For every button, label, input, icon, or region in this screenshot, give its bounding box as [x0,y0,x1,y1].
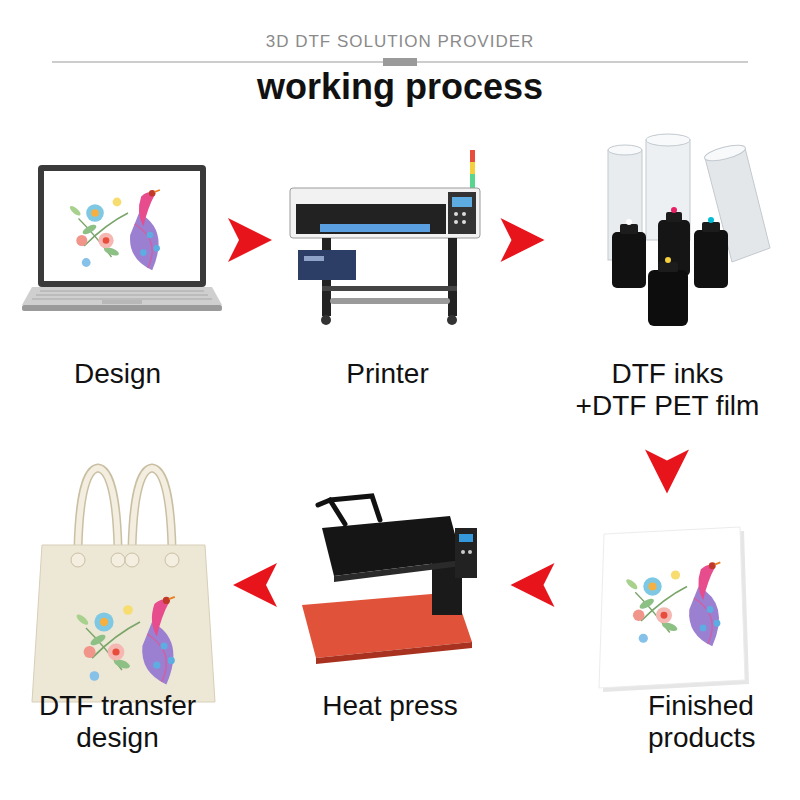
printer-illustration [290,150,480,325]
heat-press-illustration [459,534,473,542]
printer-illustration [470,150,475,162]
process-step: Finished products [575,515,760,760]
heat-press-illustration [455,528,477,578]
process-step: Heat press [290,515,490,728]
film-and-ink-illustration [658,262,678,272]
process-step: Design [15,160,220,396]
flow-arrow [511,563,555,607]
printer-illustration [470,174,475,188]
film-and-ink-illustration [658,220,690,276]
tote-bag-illustration [75,597,175,685]
tote-bag-illustration [111,553,125,567]
film-and-ink-illustration [608,134,770,326]
tote-bag-illustration [32,545,215,702]
tote-bag-illustration [78,468,118,548]
film-and-ink-illustration [665,257,671,263]
heat-press-illustration [461,550,465,554]
laptop-illustration [32,299,212,300]
tote-bag-illustration [71,553,85,567]
printer-illustration [296,204,446,234]
printer-illustration [454,212,458,216]
heat-press-illustration [468,550,472,554]
step-label: Printer [280,358,495,390]
step-label: DTF transfer design [38,690,197,754]
laptop-illustration [40,291,204,292]
process-step: DTF transfer design [15,515,220,760]
printer-illustration [470,162,475,174]
printed-film-illustration [599,527,749,692]
printer-illustration [454,212,466,224]
process-step: Printer [280,160,495,396]
film-and-ink-illustration [708,217,714,223]
printed-film-illustration [599,527,745,688]
tote-bag-illustration [32,468,215,702]
process-step: DTF inks +DTF PET film [550,160,785,428]
flow-arrow [228,218,272,262]
header-rule [383,58,417,66]
film-and-ink-illustration [703,142,747,164]
printer-illustration [322,286,457,291]
film-and-ink-illustration [626,219,632,225]
flow-arrow [501,218,545,262]
laptop-illustration [22,165,222,311]
header-rule [52,58,748,66]
film-and-ink-illustration [694,230,728,288]
printer-illustration [448,238,457,316]
flow-arrow [645,450,689,494]
heat-press-illustration [330,496,380,520]
film-and-ink-illustration [666,212,682,222]
printer-illustration [290,188,480,238]
flow-arrow [233,563,277,607]
film-and-ink-illustration [702,222,720,232]
laptop-illustration [22,287,222,305]
heat-press-illustration [302,496,477,664]
printer-illustration [462,220,466,224]
laptop-illustration [32,291,212,299]
heat-press-illustration [316,642,472,664]
printer-illustration [454,220,458,224]
heat-press-illustration [334,560,462,582]
tote-bag-illustration [132,468,172,548]
film-and-ink-illustration [671,207,677,213]
printer-illustration [298,250,356,280]
laptop-illustration [68,190,160,270]
diagram-title: working process [0,66,800,108]
laptop-illustration [44,171,200,281]
film-and-ink-illustration [608,145,642,155]
header-label: 3D DTF SOLUTION PROVIDER [0,32,800,52]
tote-bag-illustration [78,468,118,548]
printer-illustration [452,197,472,207]
printer-illustration [320,224,430,232]
printer-illustration [447,315,457,325]
tote-bag-illustration [125,553,139,567]
film-and-ink-illustration [646,134,690,146]
laptop-illustration [22,305,222,311]
film-and-ink-illustration [620,224,638,234]
step-label: DTF inks +DTF PET film [575,358,760,422]
printer-illustration [330,298,450,304]
printer-illustration [304,256,324,261]
laptop-illustration [36,295,208,296]
step-label: Design [15,358,220,390]
printed-film-illustration [625,562,721,646]
step-label: Heat press [290,690,490,722]
step-label: Finished products [648,690,687,754]
printer-illustration [321,315,331,325]
tote-bag-illustration [132,468,172,548]
printer-illustration [462,212,466,216]
tote-bag-illustration [165,553,179,567]
laptop-illustration [102,300,142,304]
heat-press-illustration [318,500,345,524]
printer-illustration [448,192,476,234]
laptop-illustration [38,165,206,287]
film-and-ink-illustration [648,270,688,326]
film-and-ink-illustration [612,232,646,288]
